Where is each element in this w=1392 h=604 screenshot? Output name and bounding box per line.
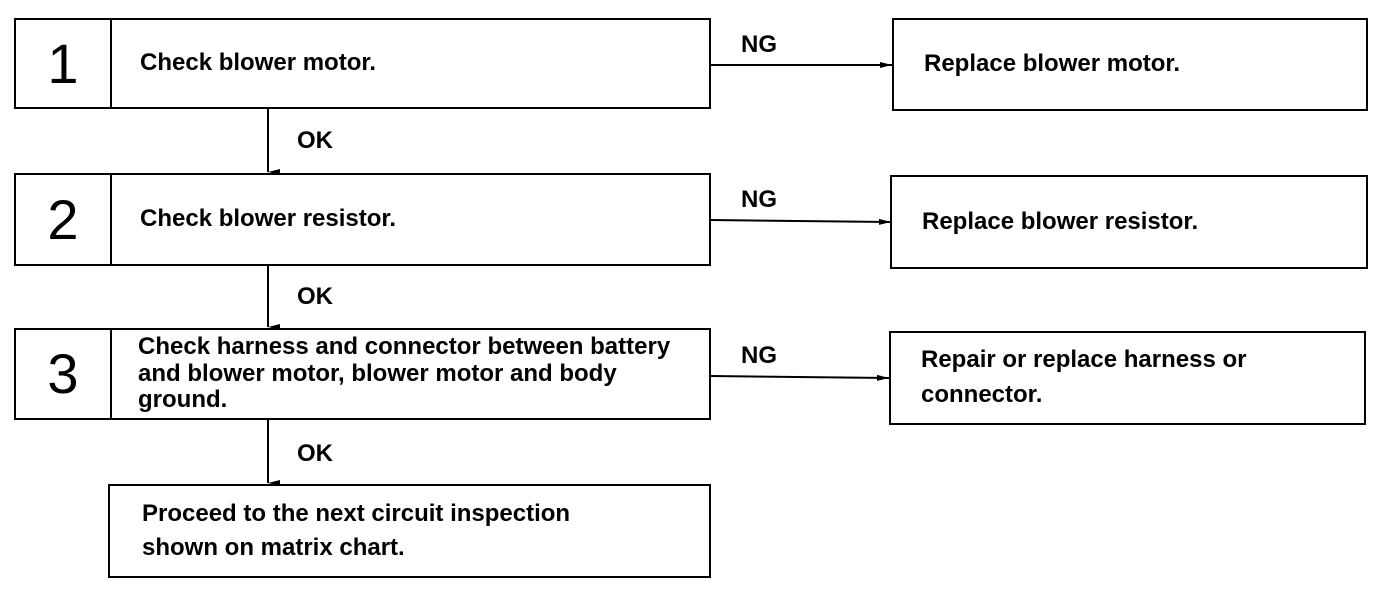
ng-arrow-2: [709, 218, 892, 225]
ok-label-2: OK: [297, 283, 333, 310]
step-1-box: 1 Check blower motor.: [14, 18, 711, 109]
step-1-number: 1: [16, 20, 112, 107]
ng-arrow-3: [709, 374, 890, 381]
step-3-box: 3 Check harness and connector between ba…: [14, 328, 711, 420]
ok-label-1: OK: [297, 127, 333, 154]
ng-result-3-box: Repair or replace harness or connector.: [889, 331, 1366, 425]
ng-result-2-text: Replace blower resistor.: [922, 207, 1199, 235]
ng-label-3: NG: [741, 342, 777, 369]
step-2-number: 2: [16, 175, 112, 264]
ng-label-2: NG: [741, 186, 777, 213]
ng-result-1-box: Replace blower motor.: [892, 18, 1368, 111]
step-3-text: Check harness and connector between batt…: [138, 332, 671, 414]
final-step-box: Proceed to the next circuit inspection s…: [108, 484, 711, 578]
step-3-number: 3: [16, 330, 112, 418]
ng-result-2-box: Replace blower resistor.: [890, 175, 1368, 269]
ng-result-1-text: Replace blower motor.: [924, 50, 1181, 78]
step-2-text: Check blower resistor.: [140, 205, 397, 233]
final-step-text: Proceed to the next circuit inspection s…: [142, 500, 571, 561]
ng-result-3-text: Repair or replace harness or connector.: [921, 346, 1247, 408]
step-2-box: 2 Check blower resistor.: [14, 173, 711, 266]
step-1-text: Check blower motor.: [140, 49, 377, 77]
ng-label-1: NG: [741, 31, 777, 58]
ok-label-3: OK: [297, 440, 333, 467]
